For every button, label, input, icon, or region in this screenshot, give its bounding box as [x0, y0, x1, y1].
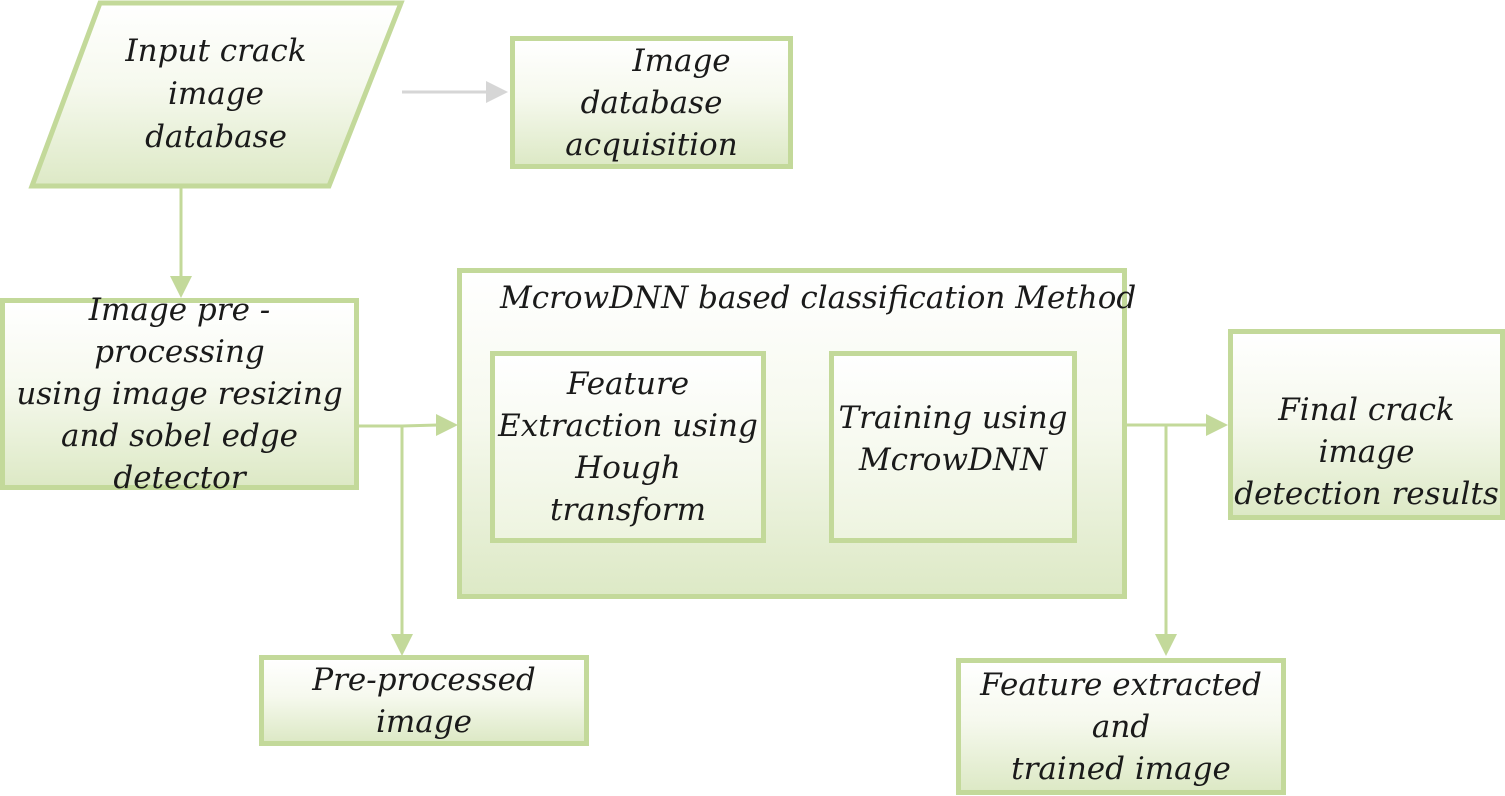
feature-extraction-box: Feature Extraction using Hough transform — [490, 351, 766, 543]
arrow-preprocessing-to-method — [358, 414, 458, 436]
final-results-line-2: detection results — [1234, 476, 1499, 512]
feature-extraction-line-2: Extraction using — [498, 408, 758, 444]
arrow-input-to-acquisition — [402, 81, 508, 103]
method-container: McrowDNN based classification Method — [457, 268, 1136, 599]
feature-extraction-line-3: Hough transform — [550, 450, 706, 528]
training-line-1: Training using — [838, 400, 1068, 436]
acquisition-box: Image database acquisition — [510, 36, 793, 169]
preprocessed-image-box: Pre-processed image — [259, 655, 589, 746]
arrow-input-to-preprocessing — [170, 188, 192, 298]
acquisition-line-2: database — [580, 84, 723, 121]
final-results-line-1: Final crack image — [1278, 392, 1455, 470]
preprocessing-box: Image pre -processing using image resizi… — [0, 292, 359, 496]
training-line-2: McrowDNN — [858, 442, 1048, 478]
preprocessing-line-1: Image pre -processing — [88, 292, 271, 370]
feature-trained-image-box: Feature extracted and trained image — [956, 658, 1286, 795]
feature-trained-image-line-2: trained image — [1011, 750, 1231, 787]
input-database-line-1: Input crack — [125, 33, 307, 69]
training-box: Training using McrowDNN — [829, 351, 1077, 543]
feature-extraction-line-1: Feature — [566, 366, 690, 402]
method-title: McrowDNN based classification Method — [500, 280, 1137, 316]
acquisition-line-3: acquisition — [565, 126, 738, 163]
input-database-line-2: image — [168, 76, 264, 112]
input-database-text: Input crack image database — [96, 30, 336, 159]
preprocessed-image-line-1: Pre-processed image — [312, 661, 536, 740]
input-database-line-3: database — [145, 119, 287, 155]
preprocessing-line-2: using image resizing — [16, 376, 343, 412]
arrow-to-feature-trained-image — [1155, 425, 1177, 656]
arrow-to-preprocessed-image — [391, 426, 413, 656]
feature-trained-image-line-1: Feature extracted and — [980, 666, 1262, 745]
arrow-method-to-final-results — [1127, 414, 1228, 436]
final-results-box: Final crack image detection results — [1228, 329, 1505, 520]
input-database-shape — [28, 0, 405, 189]
preprocessing-line-3: and sobel edge detector — [60, 418, 299, 496]
acquisition-line-1: Image — [632, 42, 731, 79]
